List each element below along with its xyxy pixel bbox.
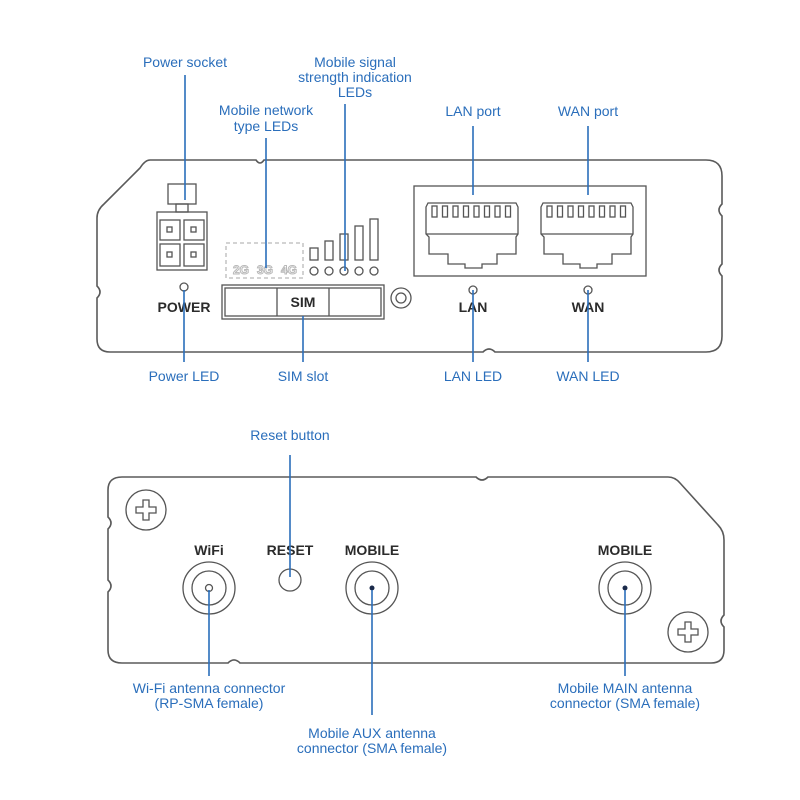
wan-port-pin [619, 205, 627, 218]
callout-mobile-main-line2: connector (SMA female) [550, 695, 700, 711]
screw-icon-top-left [125, 489, 167, 531]
lan-port-pin [494, 205, 501, 218]
signal-bar-4 [354, 225, 364, 261]
wan-port-pin [546, 205, 553, 218]
lan-port-pin [504, 205, 512, 218]
signal-bar-3 [339, 233, 349, 261]
signal-led-3 [339, 266, 349, 276]
ethernet-ports-frame [413, 185, 647, 277]
wan-port-pin [556, 205, 564, 218]
signal-led-4 [354, 266, 364, 276]
callout-network-leds-line2: type LEDs [234, 118, 299, 134]
lan-port-pin [483, 205, 491, 218]
callout-signal-leds-line3: LEDs [338, 84, 372, 100]
callout-wifi-line2: (RP-SMA female) [155, 695, 264, 711]
callout-wifi-line1: Wi-Fi antenna connector [133, 680, 286, 696]
lan-port-pin [452, 205, 459, 218]
lan-port-pin [431, 205, 438, 218]
network-type-4g: 4G [281, 263, 297, 277]
lan-port-pin [441, 205, 449, 218]
callout-sim-slot: SIM slot [278, 368, 329, 384]
callout-lan-port: LAN port [445, 103, 500, 119]
signal-led-1 [309, 266, 319, 276]
front-panel-outline [96, 159, 723, 353]
callout-mobile-main-line1: Mobile MAIN antenna [558, 680, 693, 696]
power-led [179, 282, 189, 292]
callout-lan-led: LAN LED [444, 368, 502, 384]
wan-port-pin [567, 205, 574, 218]
network-type-2g: 2G [233, 263, 249, 277]
signal-strength-leds [309, 218, 379, 276]
callout-wan-port: WAN port [558, 103, 618, 119]
signal-led-5 [369, 266, 379, 276]
wan-port-pin [598, 205, 606, 218]
port-pins [431, 205, 627, 218]
network-type-3g: 3G [257, 263, 273, 277]
callout-signal-leds-line2: strength indication [298, 69, 412, 85]
power-socket-icon [156, 183, 208, 271]
mobile-aux-label: MOBILE [345, 542, 399, 558]
lan-port-pin [473, 205, 480, 218]
signal-bar-1 [309, 247, 319, 261]
front-button-icon [390, 287, 412, 309]
screw-icon-bottom-right [667, 611, 709, 653]
signal-bar-2 [324, 240, 334, 261]
callout-power-led: Power LED [149, 368, 220, 384]
lan-port-pin [462, 205, 470, 218]
wan-port-pin [577, 205, 585, 218]
signal-led-2 [324, 266, 334, 276]
sim-slot: SIM [221, 284, 385, 320]
lan-port-icon [425, 202, 519, 269]
callout-mobile-aux-line1: Mobile AUX antenna [308, 725, 436, 741]
sim-label: SIM [291, 294, 316, 310]
front-panel: POWER 2G 3G 4G SIM [96, 159, 723, 353]
back-panel-outline [107, 476, 725, 664]
mobile-main-label: MOBILE [598, 542, 652, 558]
back-panel: WiFi RESET MOBILE MOBILE [107, 476, 725, 664]
wan-port-pin [588, 205, 595, 218]
callout-power-socket: Power socket [143, 54, 227, 70]
wifi-label: WiFi [194, 542, 223, 558]
network-type-led-box [225, 242, 304, 279]
callout-network-leds-line1: Mobile network [219, 102, 314, 118]
callout-mobile-aux-line2: connector (SMA female) [297, 740, 447, 756]
signal-bar-5 [369, 218, 379, 261]
callout-reset-button: Reset button [250, 427, 329, 443]
callout-signal-leds-line1: Mobile signal [314, 54, 396, 70]
wan-port-icon [540, 202, 634, 269]
callout-wan-led: WAN LED [556, 368, 619, 384]
wan-port-pin [609, 205, 616, 218]
